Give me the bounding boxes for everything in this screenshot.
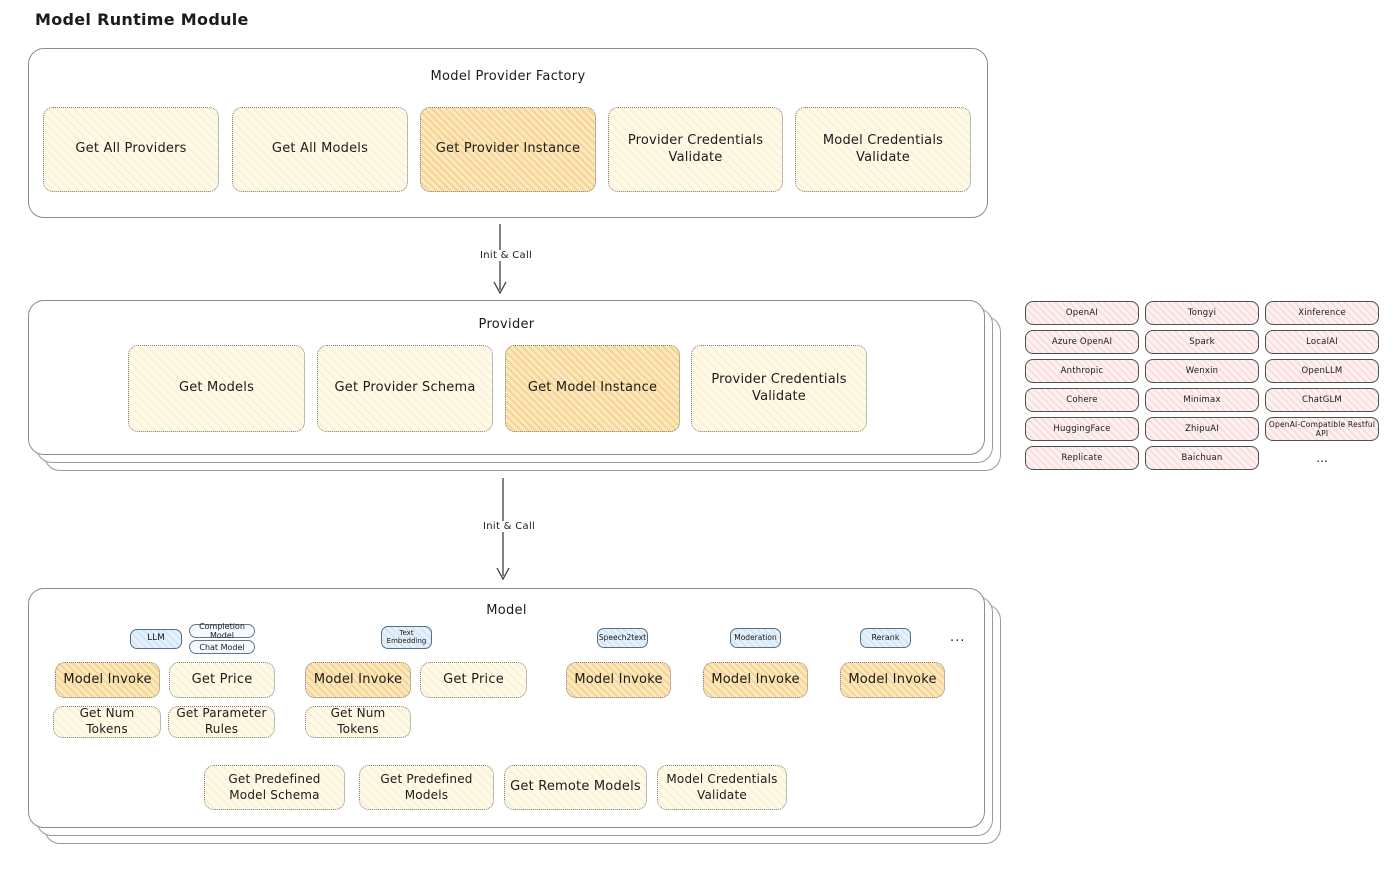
node-get-num-tokens-llm: Get Num Tokens — [53, 706, 161, 738]
provider-list-more: ... — [1316, 451, 1328, 465]
tab-chat-model: Chat Model — [189, 640, 255, 654]
node-model-invoke-embedding: Model Invoke — [305, 662, 411, 698]
provider-xinference: Xinference — [1265, 301, 1379, 325]
arrow-label-init-call-1: Init & Call — [476, 250, 537, 261]
node-get-remote-models: Get Remote Models — [504, 765, 647, 810]
node-get-all-providers: Get All Providers — [43, 107, 219, 192]
factory-title: Model Provider Factory — [430, 69, 586, 84]
provider-openai: OpenAI — [1025, 301, 1139, 325]
provider-title: Provider — [478, 317, 535, 332]
provider-list-grid: OpenAI Tongyi Xinference Azure OpenAI Sp… — [1025, 301, 1379, 470]
provider-spark: Spark — [1145, 330, 1259, 354]
node-model-credentials-validate: Model Credentials Validate — [795, 107, 971, 192]
provider-anthropic: Anthropic — [1025, 359, 1139, 383]
provider-zhipuai: ZhipuAI — [1145, 417, 1259, 441]
tab-text-embedding: Text Embedding — [381, 626, 432, 649]
provider-wenxin: Wenxin — [1145, 359, 1259, 383]
node-get-provider-instance: Get Provider Instance — [420, 107, 596, 192]
provider-openai-compatible: OpenAI-Compatible Restful API — [1265, 417, 1379, 441]
node-get-predefined-model-schema: Get Predefined Model Schema — [204, 765, 345, 810]
provider-cohere: Cohere — [1025, 388, 1139, 412]
node-model-invoke-rerank: Model Invoke — [840, 662, 945, 698]
node-get-all-models: Get All Models — [232, 107, 408, 192]
tab-moderation: Moderation — [730, 628, 781, 648]
node-get-num-tokens-embedding: Get Num Tokens — [305, 706, 411, 738]
node-provider-credentials-validate-2: Provider Credentials Validate — [691, 345, 867, 432]
provider-minimax: Minimax — [1145, 388, 1259, 412]
tab-llm: LLM — [130, 629, 182, 649]
node-model-credentials-validate-2: Model Credentials Validate — [657, 765, 787, 810]
model-title: Model — [486, 603, 527, 618]
provider-localai: LocalAI — [1265, 330, 1379, 354]
provider-baichuan: Baichuan — [1145, 446, 1259, 470]
provider-replicate: Replicate — [1025, 446, 1139, 470]
node-provider-credentials-validate: Provider Credentials Validate — [608, 107, 783, 192]
provider-azure-openai: Azure OpenAI — [1025, 330, 1139, 354]
node-get-price-llm: Get Price — [169, 662, 275, 698]
node-model-invoke-moderation: Model Invoke — [703, 662, 808, 698]
node-model-invoke-speech2text: Model Invoke — [566, 662, 671, 698]
node-model-invoke-llm: Model Invoke — [55, 662, 160, 698]
arrow-label-init-call-2: Init & Call — [479, 521, 540, 532]
provider-tongyi: Tongyi — [1145, 301, 1259, 325]
page-title: Model Runtime Module — [35, 10, 249, 29]
node-get-model-instance: Get Model Instance — [505, 345, 680, 432]
node-get-models: Get Models — [128, 345, 305, 432]
node-get-price-embedding: Get Price — [420, 662, 527, 698]
provider-chatglm: ChatGLM — [1265, 388, 1379, 412]
tabs-more: ... — [950, 630, 966, 645]
provider-huggingface: HuggingFace — [1025, 417, 1139, 441]
node-get-provider-schema: Get Provider Schema — [317, 345, 493, 432]
tab-rerank: Rerank — [860, 628, 911, 648]
node-get-parameter-rules: Get Parameter Rules — [168, 706, 275, 738]
tab-completion-model: Completion Model — [189, 622, 255, 640]
node-get-predefined-models: Get Predefined Models — [359, 765, 494, 810]
provider-openllm: OpenLLM — [1265, 359, 1379, 383]
tab-speech2text: Speech2text — [597, 628, 648, 648]
